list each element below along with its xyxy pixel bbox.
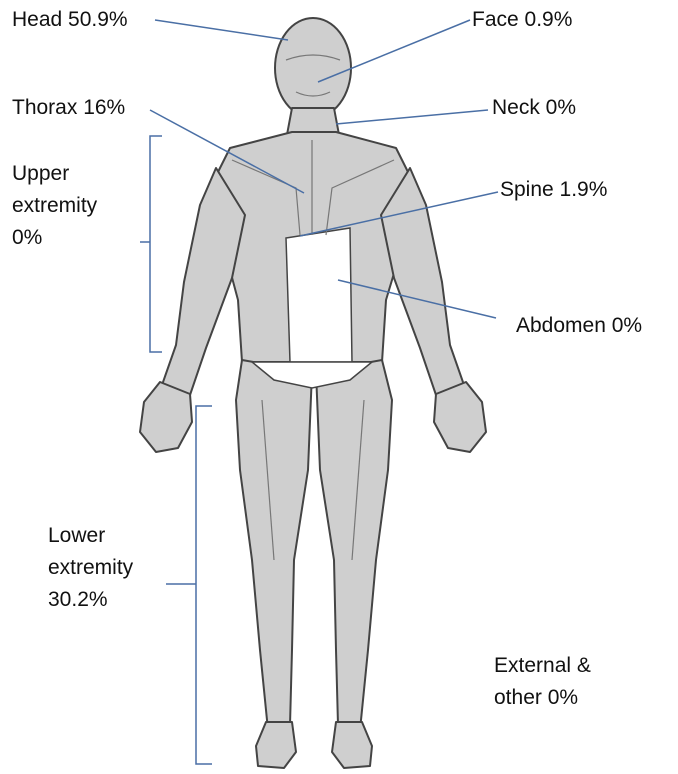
- upper-extremity-label: Upper extremity 0%: [12, 158, 97, 254]
- thorax-label: Thorax 16%: [12, 92, 125, 124]
- lower-extremity-label: Lower extremity 30.2%: [48, 520, 133, 616]
- external-other-line-2: other 0%: [494, 682, 591, 714]
- right-foot-shape: [332, 722, 372, 768]
- right-leg-shape: [316, 360, 392, 730]
- left-hand-shape: [140, 382, 192, 452]
- lower-extremity-line-2: extremity: [48, 552, 133, 584]
- external-other-line-1: External &: [494, 650, 591, 682]
- head-shape: [275, 18, 351, 118]
- human-body: [140, 18, 486, 768]
- lower-extremity-line-1: Lower: [48, 520, 133, 552]
- right-hand-shape: [434, 382, 486, 452]
- spine-label: Spine 1.9%: [500, 174, 607, 206]
- external-other-label: External & other 0%: [494, 650, 591, 714]
- abdomen-label: Abdomen 0%: [516, 310, 642, 342]
- abdomen-panel: [286, 228, 352, 362]
- upper-extremity-bracket: [140, 136, 162, 352]
- head-label: Head 50.9%: [12, 4, 128, 36]
- lower-extremity-bracket: [166, 406, 212, 764]
- upper-extremity-line-2: extremity: [12, 190, 97, 222]
- upper-extremity-line-1: Upper: [12, 158, 97, 190]
- left-foot-shape: [256, 722, 296, 768]
- upper-extremity-line-3: 0%: [12, 222, 97, 254]
- left-leg-shape: [236, 360, 312, 730]
- head-leader-line: [155, 20, 288, 40]
- neck-leader-line: [336, 110, 488, 124]
- face-label: Face 0.9%: [472, 4, 572, 36]
- neck-label: Neck 0%: [492, 92, 576, 124]
- lower-extremity-line-3: 30.2%: [48, 584, 133, 616]
